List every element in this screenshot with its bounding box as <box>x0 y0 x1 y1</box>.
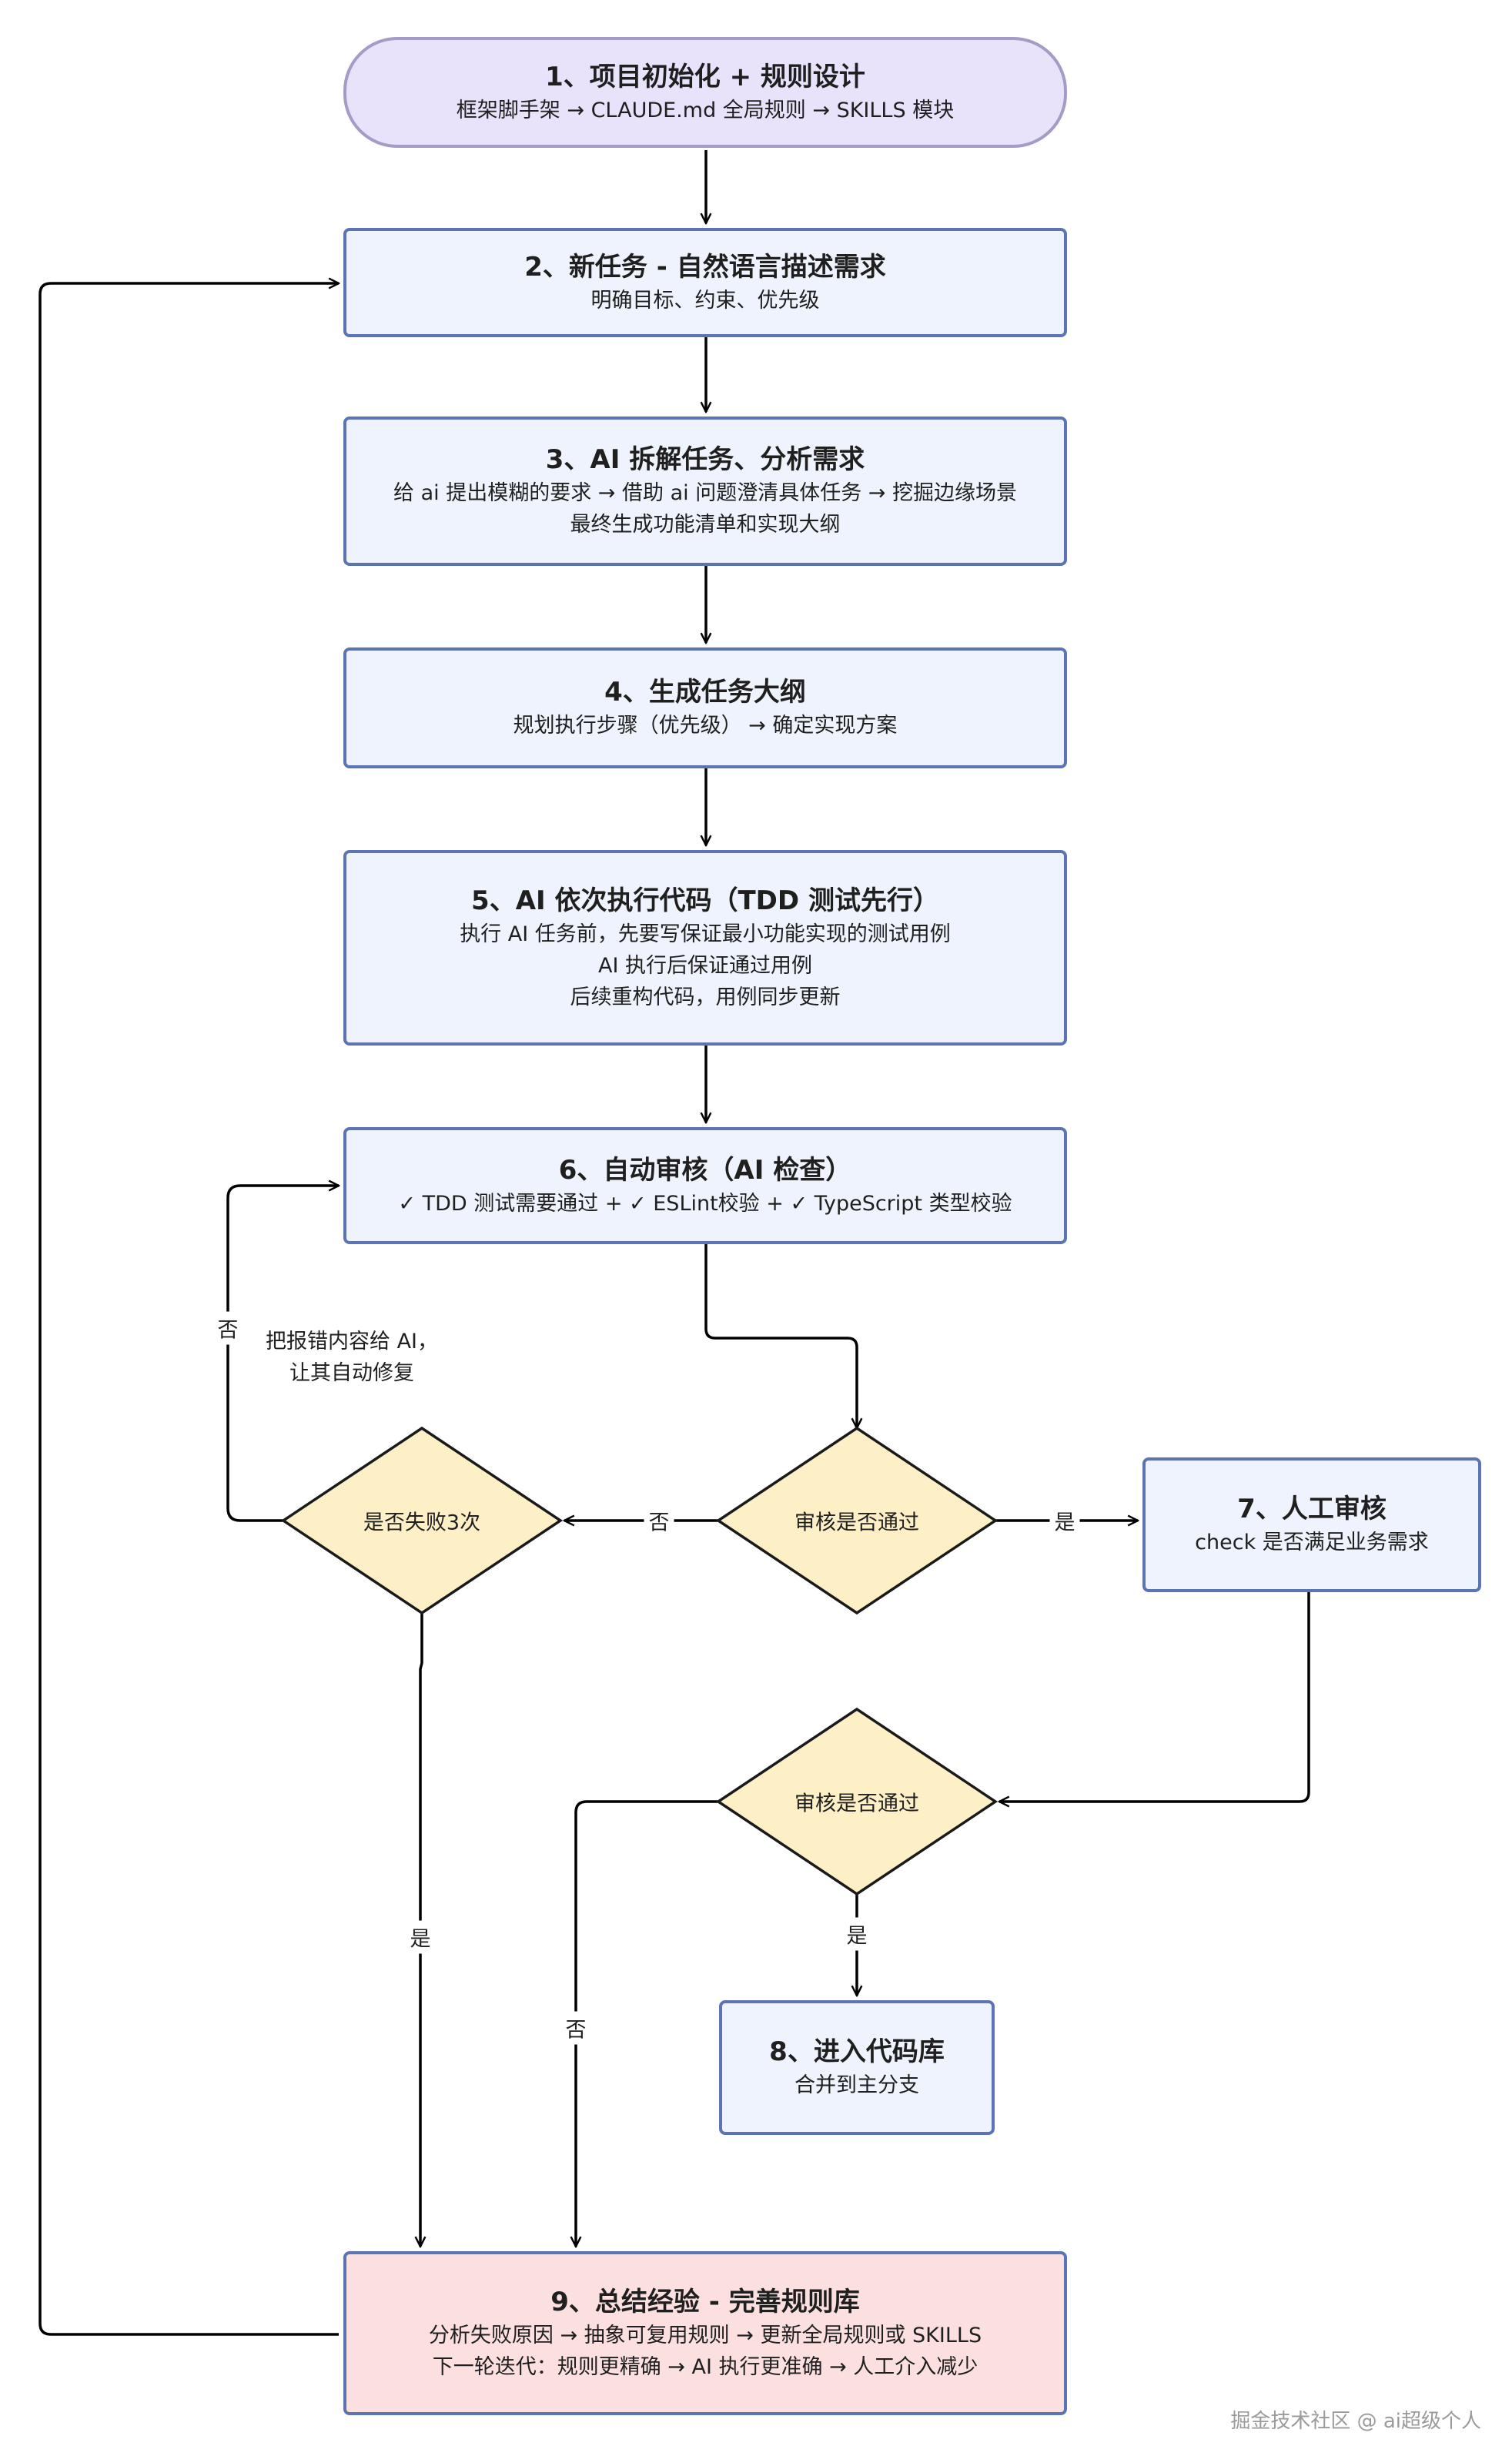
node-step9-title: 9、总结经验 - 完善规则库 <box>550 2286 860 2317</box>
edge-label-auto-review-yes: 是 <box>1049 1504 1080 1538</box>
node-step8-line: 合并到主分支 <box>794 2073 919 2097</box>
node-step3-line-2: 最终生成功能清单和实现大纲 <box>570 513 841 537</box>
node-step3: 3、AI 拆解任务、分析需求 给 ai 提出模糊的要求 → 借助 ai 问题澄清… <box>343 417 1067 566</box>
node-step2: 2、新任务 - 自然语言描述需求 明确目标、约束、优先级 <box>343 228 1067 337</box>
edge-9-loop-to-2 <box>38 283 339 2336</box>
decision-manual-review-label: 审核是否通过 <box>794 1792 919 1816</box>
node-step5-line-1: 执行 AI 任务前，先要写保证最小功能实现的测试用例 <box>460 922 951 946</box>
node-step2-line: 明确目标、约束、优先级 <box>590 288 820 313</box>
watermark: 掘金技术社区 @ ai超级个人 <box>1230 2410 1481 2433</box>
node-step6-title: 6、自动审核（AI 检查） <box>558 1154 852 1186</box>
edge-label-fail-check-no: 否 <box>212 1311 243 1345</box>
node-step3-title: 3、AI 拆解任务、分析需求 <box>545 444 865 475</box>
edge-7-to-manual-review <box>999 1592 1310 1802</box>
node-step1: 1、项目初始化 + 规则设计 框架脚手架 → CLAUDE.md 全局规则 → … <box>343 37 1067 148</box>
decision-fail-check-shape <box>280 1426 564 1615</box>
node-step1-line: 框架脚手架 → CLAUDE.md 全局规则 → SKILLS 模块 <box>456 98 955 122</box>
node-step1-title: 1、项目初始化 + 规则设计 <box>545 61 865 92</box>
node-step6-line: ✓ TDD 测试需要通过 + ✓ ESLint校验 + ✓ TypeScript… <box>398 1191 1012 1216</box>
node-step3-line-1: 给 ai 提出模糊的要求 → 借助 ai 问题澄清具体任务 → 挖掘边缘场景 <box>393 481 1017 505</box>
edge-label-manual-review-yes: 是 <box>841 1917 872 1951</box>
fix-note-line-1: 把报错内容给 AI， <box>266 1330 439 1353</box>
edge-manual-review-no <box>576 1800 718 2247</box>
node-step4-title: 4、生成任务大纲 <box>604 677 806 708</box>
decision-auto-review-label: 审核是否通过 <box>794 1511 919 1535</box>
node-step4-line: 规划执行步骤（优先级） → 确定实现方案 <box>513 714 898 738</box>
fix-note-line-2: 让其自动修复 <box>289 1361 414 1385</box>
edge-fail-check-yes <box>420 1613 422 2247</box>
edge-label-auto-review-no: 否 <box>644 1504 674 1538</box>
node-step5: 5、AI 依次执行代码（TDD 测试先行） 执行 AI 任务前，先要写保证最小功… <box>343 850 1067 1046</box>
node-step5-title: 5、AI 依次执行代码（TDD 测试先行） <box>471 885 939 916</box>
node-step9: 9、总结经验 - 完善规则库 分析失败原因 → 抽象可复用规则 → 更新全局规则… <box>343 2251 1067 2415</box>
node-step2-title: 2、新任务 - 自然语言描述需求 <box>524 251 886 283</box>
edge-6-to-auto-review <box>704 1244 857 1428</box>
decision-fail-check-label: 是否失败3次 <box>363 1511 481 1535</box>
node-step5-line-3: 后续重构代码，用例同步更新 <box>570 985 841 1009</box>
node-step9-line-1: 分析失败原因 → 抽象可复用规则 → 更新全局规则或 SKILLS <box>428 2323 982 2347</box>
decision-auto-review-shape <box>715 1426 999 1615</box>
node-step6: 6、自动审核（AI 检查） ✓ TDD 测试需要通过 + ✓ ESLint校验 … <box>343 1127 1067 1244</box>
edge-fail-check-no <box>226 1186 339 1522</box>
node-step7: 7、人工审核 check 是否满足业务需求 <box>1142 1457 1481 1592</box>
node-step8-title: 8、进入代码库 <box>769 2036 945 2067</box>
node-step4: 4、生成任务大纲 规划执行步骤（优先级） → 确定实现方案 <box>343 647 1067 768</box>
node-step7-title: 7、人工审核 <box>1237 1494 1387 1524</box>
node-step5-line-2: AI 执行后保证通过用例 <box>597 953 812 978</box>
node-step9-line-2: 下一轮迭代：规则更精确 → AI 执行更准确 → 人工介入减少 <box>432 2354 978 2379</box>
edge-label-fail-check-yes: 是 <box>405 1920 436 1954</box>
node-step8: 8、进入代码库 合并到主分支 <box>719 2000 995 2135</box>
edge-label-manual-review-no: 否 <box>560 2011 591 2045</box>
fix-note: 把报错内容给 AI， 让其自动修复 <box>266 1326 438 1389</box>
decision-manual-review-shape <box>715 1707 999 1896</box>
node-step7-line: check 是否满足业务需求 <box>1195 1531 1429 1554</box>
